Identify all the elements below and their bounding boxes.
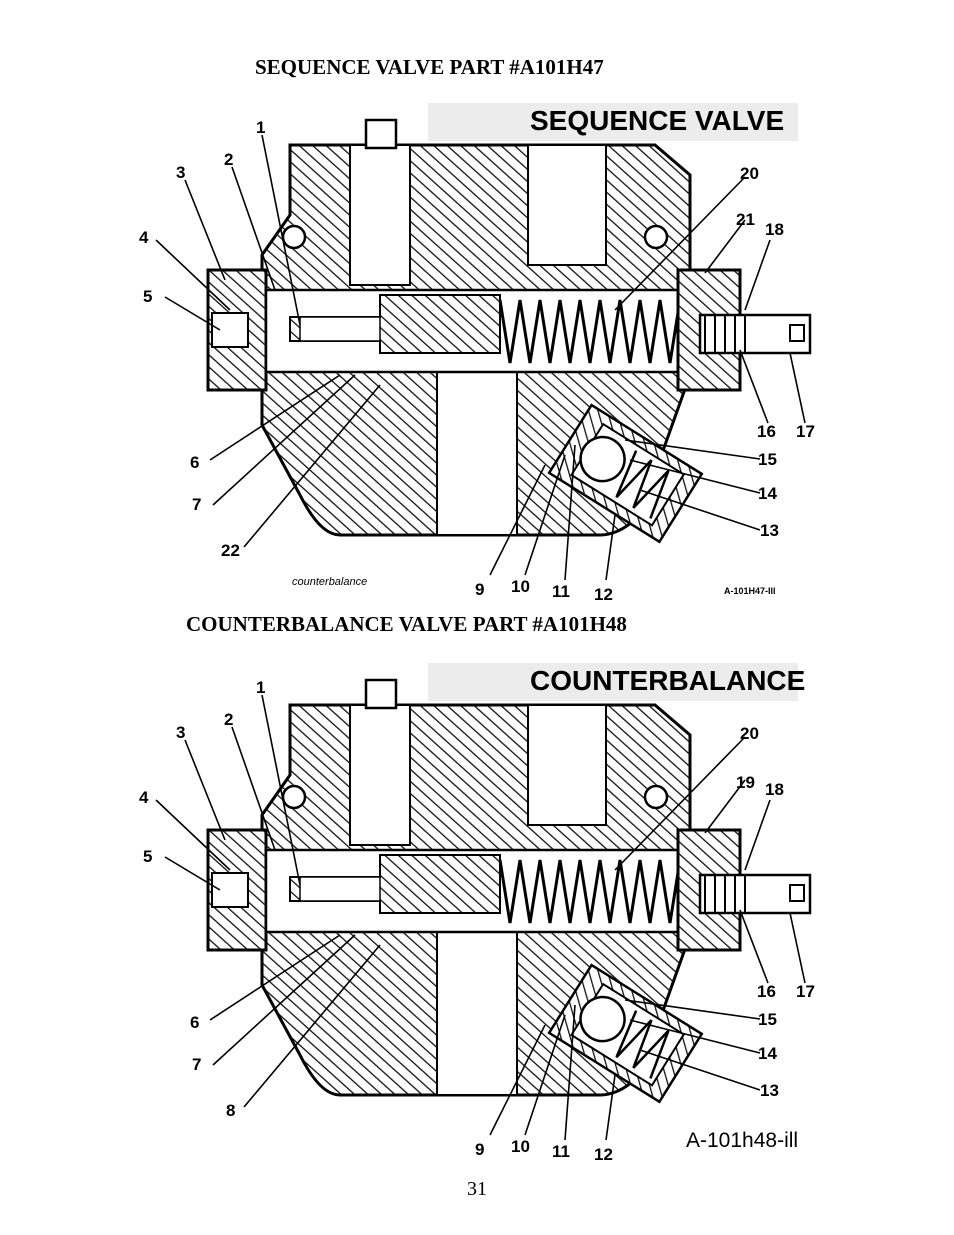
- valve-cross-section: [206, 661, 812, 1104]
- callout-4: 4: [139, 228, 149, 247]
- callout-9: 9: [475, 1140, 484, 1159]
- callout-3: 3: [176, 723, 185, 742]
- callout-6: 6: [190, 453, 199, 472]
- callout-1: 1: [256, 678, 265, 697]
- sequence-valve-banner: SEQUENCE VALVE: [530, 105, 784, 136]
- leader-lines: [155, 694, 806, 1141]
- callout-13: 13: [760, 521, 779, 540]
- callout-16: 16: [757, 982, 776, 1001]
- counterbalance-valve-diagram: COUNTERBALANCE 1 2 3 4 5 6 7 8 9 10 11 1…: [139, 661, 815, 1164]
- counterbalance-valve-heading: COUNTERBALANCE VALVE PART #A101H48: [186, 612, 627, 636]
- valve-cross-section: [206, 101, 812, 544]
- drawing-reference: A-101h48-ill: [686, 1129, 798, 1152]
- callout-10: 10: [511, 1137, 530, 1156]
- callout-12: 12: [594, 585, 613, 604]
- callout-12: 12: [594, 1145, 613, 1164]
- callout-19: 19: [736, 773, 755, 792]
- leader-lines: [155, 134, 806, 581]
- callout-1: 1: [256, 118, 265, 137]
- callout-2: 2: [224, 150, 233, 169]
- counterbalance-banner: COUNTERBALANCE: [530, 665, 805, 696]
- sequence-valve-diagram: SEQUENCE VALVE 1 2 3 4 5 6 7 22 9 10 11 …: [139, 101, 815, 604]
- callout-17: 17: [796, 982, 815, 1001]
- callout-20: 20: [740, 164, 759, 183]
- page-number: 31: [467, 1178, 487, 1200]
- callout-18: 18: [765, 220, 784, 239]
- callout-11: 11: [552, 582, 570, 601]
- callout-2: 2: [224, 710, 233, 729]
- callout-5: 5: [143, 287, 152, 306]
- callout-20: 20: [740, 724, 759, 743]
- callout-16: 16: [757, 422, 776, 441]
- callout-15: 15: [758, 450, 777, 469]
- sequence-valve-callouts: 1 2 3 4 5 6 7 22 9 10 11 12 13 14 15 16 …: [139, 118, 815, 604]
- callout-10: 10: [511, 577, 530, 596]
- callout-6: 6: [190, 1013, 199, 1032]
- callout-14: 14: [758, 484, 777, 503]
- callout-13: 13: [760, 1081, 779, 1100]
- callout-5: 5: [143, 847, 152, 866]
- callout-18: 18: [765, 780, 784, 799]
- diagram-caption: counterbalance: [292, 576, 367, 588]
- drawing-reference: A-101H47-Ill: [724, 586, 776, 596]
- callout-8: 8: [226, 1101, 235, 1120]
- callout-15: 15: [758, 1010, 777, 1029]
- callout-7: 7: [192, 1055, 201, 1074]
- callout-7: 7: [192, 495, 201, 514]
- callout-11: 11: [552, 1142, 570, 1161]
- callout-17: 17: [796, 422, 815, 441]
- callout-14: 14: [758, 1044, 777, 1063]
- callout-22: 22: [221, 541, 240, 560]
- callout-4: 4: [139, 788, 149, 807]
- counterbalance-callouts: 1 2 3 4 5 6 7 8 9 10 11 12 13 14 15 16 1…: [139, 678, 815, 1164]
- callout-9: 9: [475, 580, 484, 599]
- sequence-valve-heading: SEQUENCE VALVE PART #A101H47: [255, 55, 604, 79]
- callout-3: 3: [176, 163, 185, 182]
- callout-21: 21: [736, 210, 755, 229]
